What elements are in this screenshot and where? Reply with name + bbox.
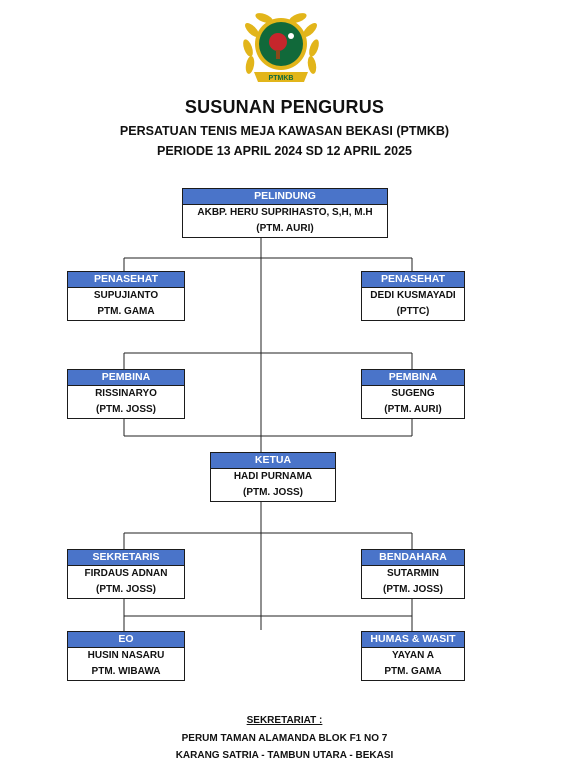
sekretaris-role: SEKRETARIS [68,550,184,566]
ptmkb-logo-icon: PTMKB [243,13,319,82]
eo-name: HUSIN NASARU [87,650,165,661]
penasehat-name: SUPUJIANTO [93,290,159,301]
penasehat-name: DEDI KUSMAYADI [370,290,456,301]
pelindung-role: PELINDUNG [183,189,387,205]
period-text: PERIODE 13 APRIL 2024 SD 12 APRIL 2025 [157,144,412,158]
pembina-box-right: PEMBINA SUGENG (PTM. AURI) [361,369,465,419]
ketua-role: KETUA [211,453,335,469]
address-line-2: KARANG SATRIA - TAMBUN UTARA - BEKASI [175,750,394,761]
pembina-club: (PTM. AURI) [384,404,442,415]
penasehat-club: PTM. GAMA [97,306,155,317]
ketua-club: (PTM. JOSS) [242,487,303,498]
eo-club: PTM. WIBAWA [91,666,161,677]
organization-name: PERSATUAN TENIS MEJA KAWASAN BEKASI (PTM… [119,124,450,138]
penasehat-box-right: PENASEHAT DEDI KUSMAYADI (PTTC) [361,271,465,321]
penasehat-role: PENASEHAT [362,272,464,288]
pembina-name: RISSINARYO [95,388,157,399]
sekretaris-name: FIRDAUS ADNAN [84,568,168,579]
sekretariat-label: SEKRETARIAT : [246,715,323,726]
ketua-box: KETUA HADI PURNAMA (PTM. JOSS) [210,452,336,502]
humas-name: YAYAN A [392,650,434,661]
sekretaris-club: (PTM. JOSS) [95,584,156,595]
bendahara-role: BENDAHARA [362,550,464,566]
pembina-role: PEMBINA [68,370,184,386]
eo-role: EO [68,632,184,648]
penasehat-box-left: PENASEHAT SUPUJIANTO PTM. GAMA [67,271,185,321]
humas-role: HUMAS & WASIT [362,632,464,648]
bendahara-club: (PTM. JOSS) [382,584,443,595]
humas-box: HUMAS & WASIT YAYAN A PTM. GAMA [361,631,465,681]
pembina-name: SUGENG [391,388,435,399]
pembina-club: (PTM. JOSS) [95,404,156,415]
penasehat-club: (PTTC) [396,306,430,317]
penasehat-role: PENASEHAT [68,272,184,288]
pelindung-box: PELINDUNG AKBP. HERU SUPRIHASTO, S,H, M.… [182,188,388,238]
bendahara-box: BENDAHARA SUTARMIN (PTM. JOSS) [361,549,465,599]
address-line-1: PERUM TAMAN ALAMANDA BLOK F1 NO 7 [181,733,388,744]
sekretaris-box: SEKRETARIS FIRDAUS ADNAN (PTM. JOSS) [67,549,185,599]
pembina-role: PEMBINA [362,370,464,386]
eo-box: EO HUSIN NASARU PTM. WIBAWA [67,631,185,681]
pelindung-club: (PTM. AURI) [256,223,314,234]
pembina-box-left: PEMBINA RISSINARYO (PTM. JOSS) [67,369,185,419]
logo-banner-text: PTMKB [269,75,294,82]
bendahara-name: SUTARMIN [386,568,440,579]
ketua-name: HADI PURNAMA [233,471,313,482]
pelindung-name: AKBP. HERU SUPRIHASTO, S,H, M.H [197,207,373,218]
page-title: SUSUNAN PENGURUS [184,97,385,117]
humas-club: PTM. GAMA [384,666,442,677]
